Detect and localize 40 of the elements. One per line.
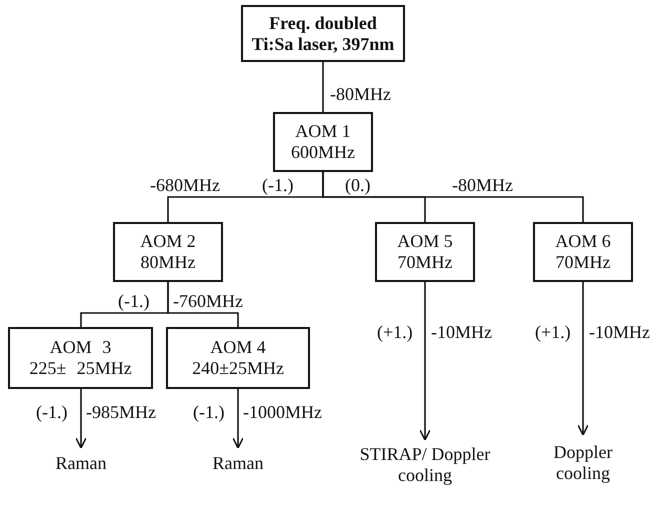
connector-line [322,172,584,222]
box-label: AOM 2 80MHz [139,231,197,273]
arrow [232,389,244,449]
frequency-label: (-1.) [36,403,68,421]
frequency-label: (-1.) [193,403,224,421]
box-label: AOM 4 240±25MHz [191,337,285,379]
arrow [75,389,87,449]
frequency-label: (-1.) [118,292,150,310]
connector-line [322,62,324,112]
box-label: Freq. doubled Ti:Sa laser, 397nm [250,12,396,54]
frequency-label: -680MHz [150,176,220,194]
arrow [577,282,589,436]
output-label: Doppler cooling [552,442,614,484]
edge-label: -80MHz [330,85,391,103]
connector-line [167,282,239,327]
output-label: STIRAP/ Doppler cooling [358,444,492,486]
aom-box [166,327,310,389]
aom-box [533,222,633,282]
aom-box [8,327,153,389]
arrow [419,282,431,441]
frequency-label: (+1.) [377,323,413,341]
aom-box [113,222,223,282]
edge-label: -10MHz [431,323,492,341]
laser-box [241,5,405,62]
frequency-label: (+1.) [535,323,571,341]
frequency-label: -80MHz [452,176,513,194]
output-label: Raman [56,452,106,474]
aom-box [375,222,475,282]
edge-label: -10MHz [589,323,650,341]
aom-box [273,112,373,172]
box-label: AOM 3 225± 25MHz [28,337,133,379]
frequency-label: -760MHz [173,292,243,310]
edge-label: -1000MHz [243,403,322,421]
edge-label: -985MHz [86,403,156,421]
box-label: AOM 6 70MHz [554,231,612,273]
frequency-label: (-1.) [262,176,294,194]
box-label: AOM 1 600MHz [290,121,356,163]
output-label: Raman [212,452,264,474]
box-label: AOM 5 70MHz [396,231,454,273]
frequency-label: (0.) [345,176,370,194]
